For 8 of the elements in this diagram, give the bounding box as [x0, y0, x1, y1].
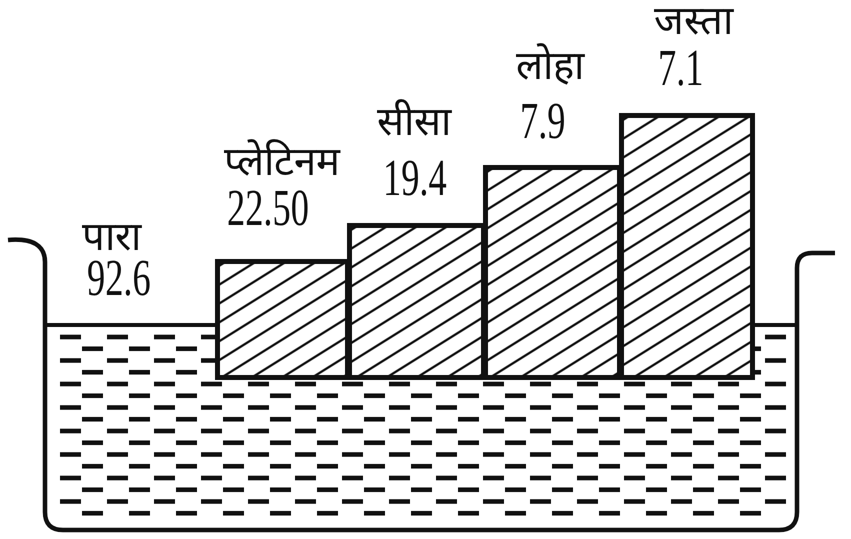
name-label: सीसा — [377, 101, 451, 143]
name-label: प्लेटिनम — [224, 141, 340, 183]
value-label: 7.9 — [520, 96, 566, 148]
value-label: 7.1 — [658, 43, 704, 95]
value-label: 19.4 — [383, 153, 447, 205]
name-label: लोहा — [516, 45, 584, 87]
name-label: जस्ता — [654, 0, 733, 42]
value-label: 22.50 — [227, 183, 309, 235]
